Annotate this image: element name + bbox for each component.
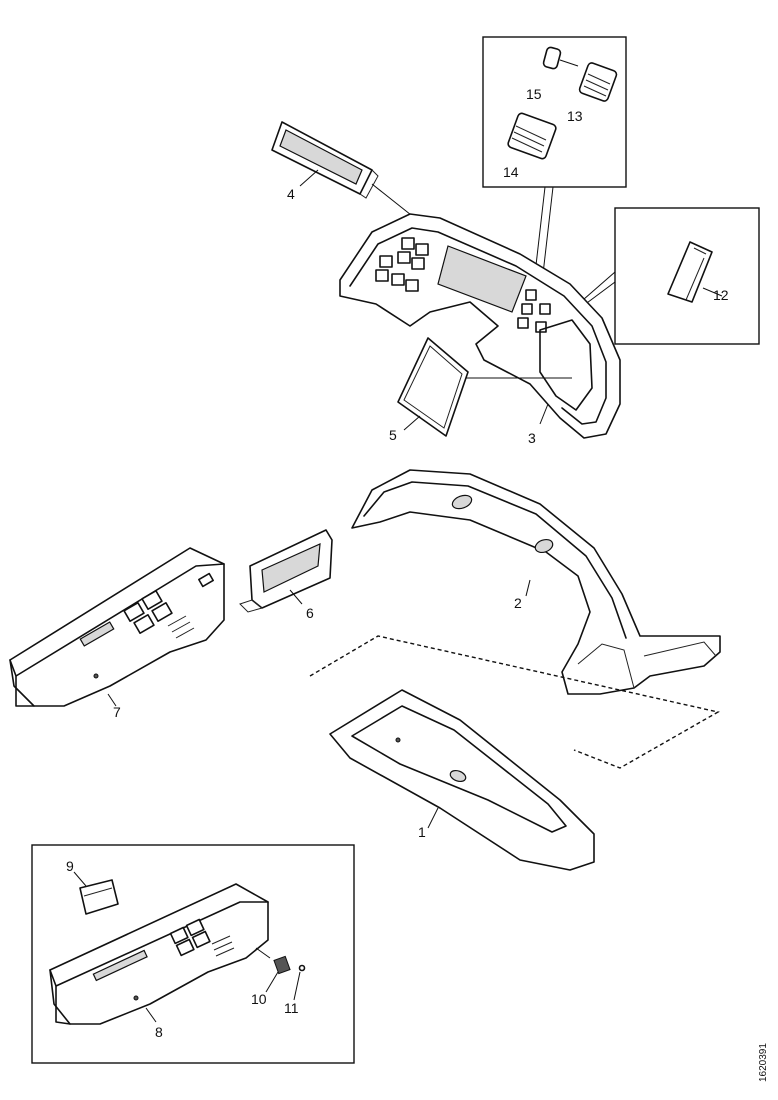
- part-7-switch-cutouts: [79, 590, 195, 647]
- part-7-console-frame: [9, 547, 225, 707]
- callout-12: 12: [713, 287, 729, 303]
- part-6-bracket: [239, 529, 333, 613]
- leader-3: [539, 403, 549, 425]
- inset-box-switches: [482, 36, 627, 188]
- callout-14: 14: [503, 164, 519, 180]
- callout-15: 15: [526, 86, 542, 102]
- leader-7: [107, 693, 117, 707]
- part-11-lamp: [298, 964, 306, 972]
- leader-9: [73, 871, 87, 887]
- part-15-lamp: [542, 46, 579, 70]
- part-12-cover: [667, 241, 713, 303]
- dashed-mounting-outline: [309, 635, 720, 769]
- part-8-switch-cutouts: [92, 918, 235, 982]
- part-5-panel-insert: [397, 337, 469, 437]
- part-14-rocker-switch: [507, 112, 557, 160]
- dashboard-switch-cluster-left: [375, 237, 429, 292]
- callout-2: 2: [514, 595, 522, 611]
- callout-6: 6: [306, 605, 314, 621]
- leader-4: [299, 169, 319, 187]
- callout-3: 3: [528, 430, 536, 446]
- inset-box-console-frame: [31, 844, 355, 1064]
- part-8-console-frame: [49, 883, 269, 1025]
- part-2-console-cover: [351, 469, 721, 695]
- leader-12: [702, 287, 723, 297]
- part-10-switch: [255, 947, 291, 975]
- part-9-cover: [79, 879, 119, 915]
- callout-7: 7: [113, 704, 121, 720]
- dashboard-switch-cluster-right: [517, 289, 551, 333]
- leader-10: [265, 971, 279, 993]
- leader-1: [427, 807, 439, 829]
- inset-box-cover: [614, 207, 760, 345]
- leader-11: [293, 971, 301, 1001]
- callout-9: 9: [66, 858, 74, 874]
- part-1-console-base: [329, 689, 595, 871]
- callout-4: 4: [287, 186, 295, 202]
- leader-6: [289, 589, 303, 605]
- callout-11: 11: [284, 1000, 299, 1016]
- part-4-display-unit: [271, 121, 379, 199]
- leader-8: [145, 1007, 157, 1023]
- part-3-dashboard-panel: [339, 213, 621, 439]
- callout-13: 13: [567, 108, 583, 124]
- callout-10: 10: [251, 991, 267, 1007]
- leader-5: [403, 415, 421, 431]
- callout-8: 8: [155, 1024, 163, 1040]
- drawing-number: 1620391: [758, 1043, 769, 1082]
- callout-1: 1: [418, 824, 426, 840]
- part-13-rocker-switch: [578, 62, 618, 102]
- leader-2: [525, 579, 531, 597]
- callout-5: 5: [389, 427, 397, 443]
